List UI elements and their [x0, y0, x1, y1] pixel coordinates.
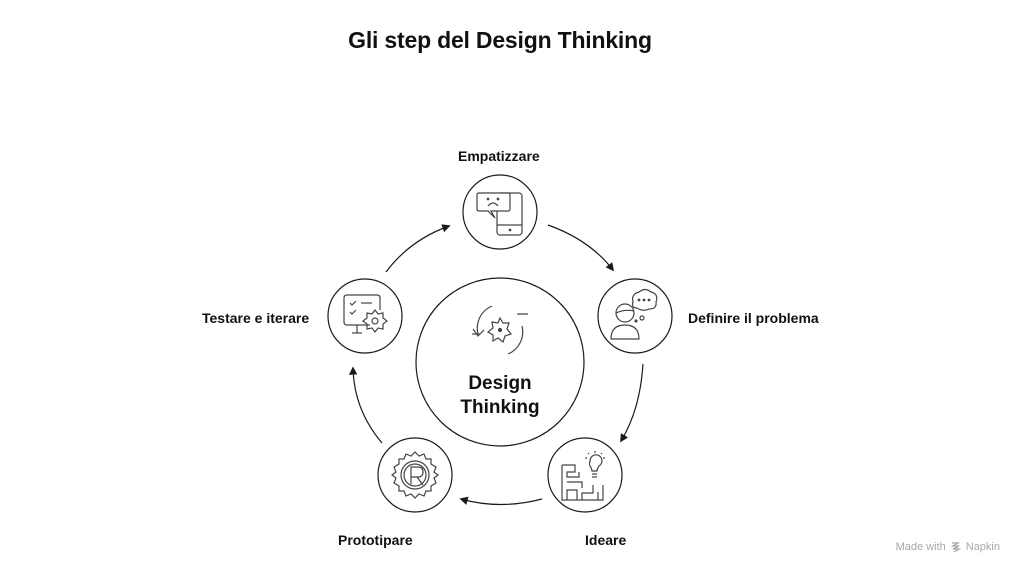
center-label: Design Thinking — [420, 372, 580, 420]
arrow-empatizzare-to-definire — [547, 224, 615, 272]
napkin-watermark[interactable]: Made with Napkin — [896, 541, 1000, 553]
step-circle-definire — [597, 278, 673, 354]
gear-registered-icon — [391, 451, 439, 499]
napkin-logo-icon — [950, 542, 962, 553]
monitor-checklist-gear-icon — [343, 294, 388, 334]
arrow-ideare-to-prototipare — [459, 496, 543, 506]
step-circle-empatizzare — [462, 174, 538, 250]
center-label-line1: Design — [468, 373, 532, 394]
step-circle-prototipare — [377, 437, 453, 513]
maze-lightbulb-icon — [561, 451, 605, 501]
arrow-testare-to-empatizzare — [385, 224, 451, 273]
step-label-prototipare: Prototipare — [338, 532, 413, 548]
step-label-definire: Definire il problema — [688, 310, 819, 326]
cycle-gear-icon — [472, 305, 528, 355]
step-label-empatizzare: Empatizzare — [458, 148, 540, 164]
step-circle-testare — [327, 278, 403, 354]
watermark-brand: Napkin — [965, 541, 1000, 553]
step-circle-ideare — [547, 437, 623, 513]
step-label-testare: Testare e iterare — [202, 310, 310, 326]
arrow-prototipare-to-testare — [348, 366, 383, 444]
step-label-ideare: Ideare — [585, 532, 627, 548]
cycle-arrows — [348, 224, 644, 506]
center-label-line2: Thinking — [460, 397, 540, 418]
chat-sad-phone-icon — [476, 192, 523, 236]
arrow-definire-to-ideare — [620, 363, 644, 443]
person-thinking-icon — [610, 288, 658, 340]
center-circle — [415, 277, 585, 447]
watermark-prefix: Made with — [895, 541, 946, 553]
diagram-title: Gli step del Design Thinking — [348, 27, 652, 53]
